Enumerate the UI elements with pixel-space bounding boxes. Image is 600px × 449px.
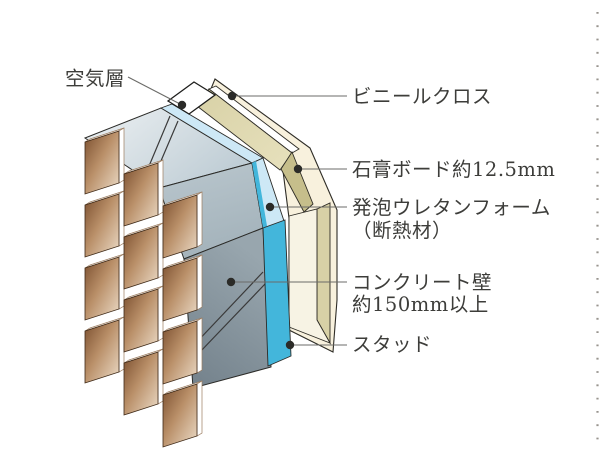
foam-edge-sliver	[252, 161, 267, 228]
leader-lines	[127, 76, 347, 346]
dot-urethane-foam	[265, 202, 275, 212]
label-vinyl-cloth: ビニールクロス	[352, 85, 492, 108]
brick-tile	[84, 253, 125, 321]
dot-concrete-wall	[226, 277, 236, 287]
label-stud: スタッド	[352, 333, 432, 356]
dot-gypsum-board	[293, 164, 303, 174]
brick-tile	[123, 285, 164, 353]
label-concrete-wall-line2: 約150mm以上	[352, 293, 489, 316]
foam-front-cut	[262, 219, 292, 367]
brick-tile	[123, 348, 164, 416]
brick-tile	[162, 380, 203, 448]
label-air-layer: 空気層	[65, 67, 125, 90]
label-urethane-foam-note: （断熱材）	[352, 219, 452, 242]
leader-air-layer	[127, 76, 183, 106]
break-line-front-2	[198, 283, 266, 354]
brick-tile	[123, 222, 164, 290]
dot-stud	[285, 340, 295, 350]
brick-tile	[123, 159, 164, 227]
dot-vinyl-cloth	[227, 91, 237, 101]
label-concrete-wall-line1: コンクリート壁	[352, 271, 492, 294]
label-gypsum-board: 石膏ボード約12.5mm	[352, 158, 555, 181]
leader-dots	[177, 91, 303, 350]
label-urethane-foam: 発泡ウレタンフォーム	[352, 196, 551, 219]
break-line-front-1	[192, 271, 264, 347]
brick-tile	[84, 190, 125, 258]
gypsum-board-edge-lower	[316, 202, 331, 345]
dot-air-layer	[177, 100, 187, 110]
brick-tile	[84, 316, 125, 384]
